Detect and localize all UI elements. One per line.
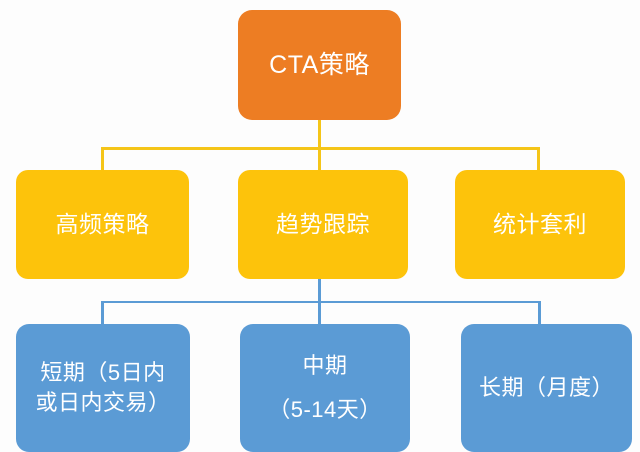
node-long-term: 长期（月度） xyxy=(461,324,632,452)
connector-root-stem xyxy=(318,118,321,150)
node-short-term: 短期（5日内 或日内交易） xyxy=(16,324,190,452)
connector-tier3-bus xyxy=(101,301,541,303)
node-medium-term: 中期 （5-14天） xyxy=(240,324,410,452)
node-trend-following: 趋势跟踪 xyxy=(238,170,408,279)
connector-drop-tier3-mid xyxy=(318,301,321,325)
connector-drop-tier2-left xyxy=(101,147,104,172)
connector-drop-tier3-left xyxy=(101,301,104,325)
connector-drop-tier2-mid xyxy=(318,147,321,172)
connector-trend-stem xyxy=(318,276,321,306)
node-statistical-arbitrage: 统计套利 xyxy=(455,170,625,279)
connector-drop-tier2-right xyxy=(537,147,540,172)
node-cta-strategy: CTA策略 xyxy=(238,10,401,120)
connector-drop-tier3-right xyxy=(538,301,541,325)
node-high-frequency-strategy: 高频策略 xyxy=(16,170,189,279)
